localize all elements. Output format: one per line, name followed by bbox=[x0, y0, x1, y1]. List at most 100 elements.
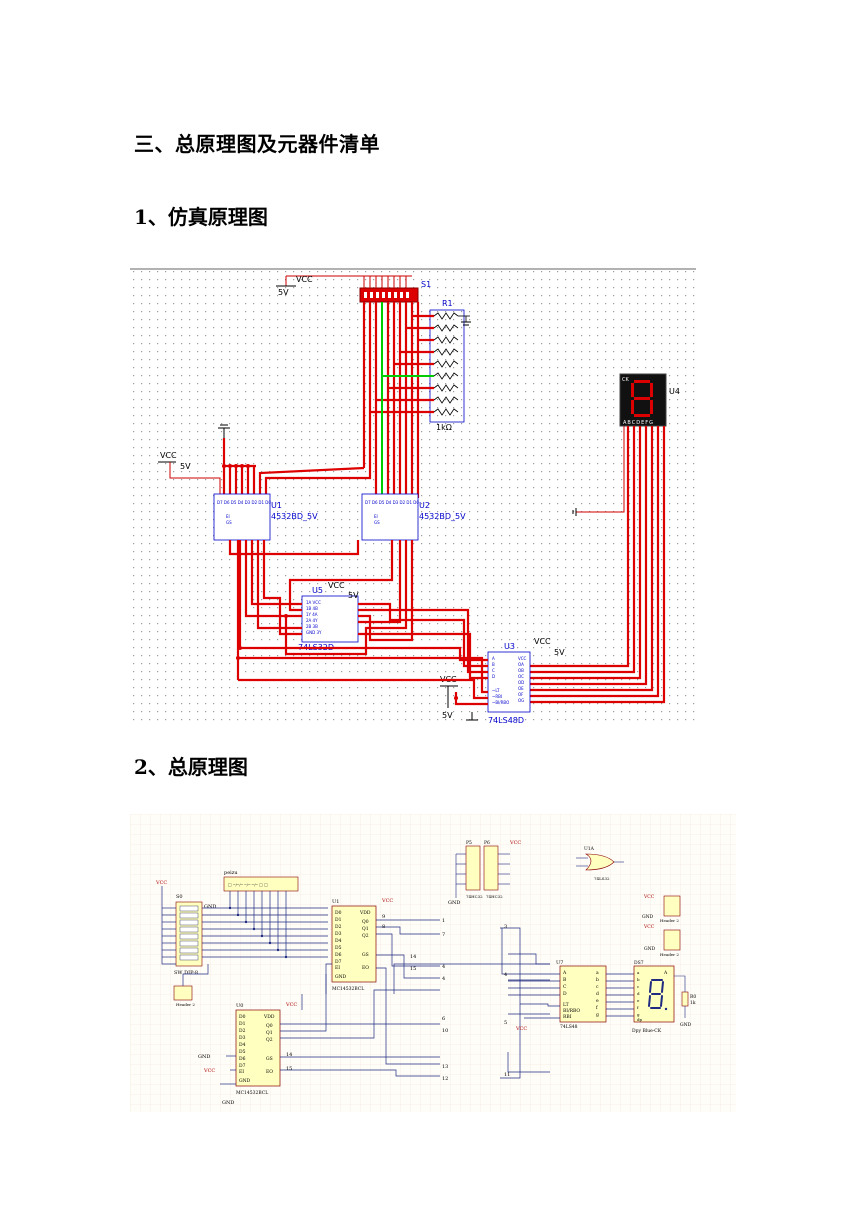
svg-text:OF: OF bbox=[518, 692, 524, 697]
svg-text:U2: U2 bbox=[419, 501, 430, 510]
svg-text:OB: OB bbox=[518, 668, 524, 673]
svg-text:74LS48: 74LS48 bbox=[560, 1024, 578, 1030]
dip-switch-s0: S0 SW DIP-8 bbox=[174, 894, 203, 976]
svg-text:R1: R1 bbox=[442, 299, 453, 308]
header-right-1: Header 2 VCC GND bbox=[642, 894, 681, 923]
svg-text:U1A: U1A bbox=[584, 846, 595, 852]
svg-text:BI/RBO: BI/RBO bbox=[563, 1008, 580, 1014]
section-title: 三、总原理图及元器件清单 bbox=[134, 132, 380, 156]
svg-text:D: D bbox=[563, 991, 567, 997]
svg-text:Header 2: Header 2 bbox=[660, 952, 679, 957]
svg-text:d: d bbox=[596, 991, 599, 997]
svg-text:VCC: VCC bbox=[509, 840, 521, 846]
svg-text:g: g bbox=[637, 1012, 640, 1017]
svg-text:VCC: VCC bbox=[328, 581, 345, 590]
svg-text:GND: GND bbox=[198, 1054, 210, 1060]
svg-text:2B 3B: 2B 3B bbox=[306, 624, 318, 629]
svg-text:7: 7 bbox=[442, 932, 445, 938]
svg-text:D4: D4 bbox=[335, 938, 342, 944]
header-right-2: Header 2 VCC GND bbox=[643, 924, 681, 957]
svg-text:P5: P5 bbox=[466, 840, 472, 846]
svg-text:5V: 5V bbox=[180, 462, 191, 471]
svg-text:A: A bbox=[663, 970, 668, 976]
svg-text:D7 D6 D5 D4 D3 D2 D1 D0: D7 D6 D5 D4 D3 D2 D1 D0 bbox=[217, 500, 271, 505]
svg-text:GS: GS bbox=[226, 520, 232, 525]
svg-text:d: d bbox=[637, 991, 640, 996]
svg-text:D2: D2 bbox=[239, 1028, 246, 1034]
header-p5-p6: P5 P6 74HC32 74HC32 VCC GND bbox=[448, 840, 521, 906]
svg-text:74HC32: 74HC32 bbox=[486, 894, 503, 899]
svg-text:dp: dp bbox=[637, 1017, 643, 1022]
svg-text:VCC: VCC bbox=[534, 637, 551, 646]
svg-text:R0: R0 bbox=[690, 994, 696, 1000]
svg-text:c: c bbox=[596, 985, 599, 990]
svg-text:VCC: VCC bbox=[643, 924, 655, 930]
overall-schematic-figure: S0 SW DIP-8 VCC peizu □ ─/─/─ ─/─ ─/─ □ … bbox=[130, 814, 736, 1112]
svg-text:2A 4Y: 2A 4Y bbox=[306, 618, 318, 623]
svg-text:D: D bbox=[492, 674, 495, 679]
svg-text:5V: 5V bbox=[442, 711, 453, 720]
svg-text:D0: D0 bbox=[239, 1014, 246, 1020]
svg-text:D3: D3 bbox=[335, 931, 342, 937]
svg-text:Dpy Blue-CK: Dpy Blue-CK bbox=[632, 1028, 662, 1034]
svg-text:1kΩ: 1kΩ bbox=[436, 423, 452, 432]
svg-text:OE: OE bbox=[518, 686, 524, 691]
resistor-array-r1: R1 1kΩ bbox=[429, 299, 471, 432]
svg-text:B: B bbox=[492, 662, 495, 667]
svg-text:b: b bbox=[596, 977, 599, 983]
svg-text:10: 10 bbox=[442, 1028, 448, 1034]
svg-text:D1: D1 bbox=[239, 1021, 246, 1027]
svg-text:11: 11 bbox=[504, 1072, 510, 1078]
resistor-network-peizu: peizu □ ─/─/─ ─/─ ─/─ □ □ bbox=[223, 870, 299, 892]
svg-text:f: f bbox=[596, 1005, 598, 1011]
svg-text:A: A bbox=[562, 970, 567, 976]
svg-text:C: C bbox=[492, 668, 495, 673]
svg-text:5V: 5V bbox=[278, 288, 289, 297]
svg-text:15: 15 bbox=[410, 966, 416, 972]
svg-text:GS: GS bbox=[374, 520, 380, 525]
svg-text:VDD: VDD bbox=[359, 910, 371, 916]
svg-text:GND: GND bbox=[239, 1078, 251, 1084]
svg-text:Q1: Q1 bbox=[362, 926, 369, 932]
subsection-title-schematic: 2、总原理图 bbox=[134, 755, 248, 779]
svg-text:GND: GND bbox=[204, 904, 216, 910]
svg-text:a: a bbox=[637, 970, 640, 975]
svg-text:13: 13 bbox=[442, 1064, 448, 1070]
svg-text:e: e bbox=[596, 999, 599, 1004]
svg-text:GND: GND bbox=[222, 1100, 234, 1106]
svg-text:OA: OA bbox=[518, 662, 524, 667]
svg-text:1Y 4A: 1Y 4A bbox=[306, 612, 318, 617]
svg-text:5V: 5V bbox=[554, 648, 565, 657]
svg-text:Q1: Q1 bbox=[266, 1030, 273, 1036]
svg-text:ABCDEFG: ABCDEFG bbox=[623, 420, 654, 426]
svg-text:EI: EI bbox=[226, 514, 230, 519]
svg-text:S1: S1 bbox=[421, 280, 431, 289]
svg-text:D7: D7 bbox=[335, 959, 342, 965]
svg-text:5V: 5V bbox=[348, 591, 359, 600]
svg-text:MC14532BCL: MC14532BCL bbox=[236, 1090, 268, 1096]
svg-text:4: 4 bbox=[442, 964, 445, 970]
svg-text:EO: EO bbox=[362, 965, 369, 971]
svg-text:f: f bbox=[637, 1005, 639, 1010]
svg-text:3: 3 bbox=[504, 924, 507, 930]
svg-text:P6: P6 bbox=[484, 840, 490, 846]
svg-text:D7: D7 bbox=[239, 1063, 246, 1069]
svg-text:U1: U1 bbox=[271, 501, 282, 510]
svg-text:Header 2: Header 2 bbox=[176, 1002, 195, 1007]
svg-text:b: b bbox=[637, 977, 640, 982]
svg-text:OG: OG bbox=[518, 698, 524, 703]
svg-text:□ ─/─/─ ─/─ ─/─ □ □: □ ─/─/─ ─/─ ─/─ □ □ bbox=[228, 882, 268, 887]
svg-text:4532BD_5V: 4532BD_5V bbox=[419, 512, 466, 521]
svg-text:LT: LT bbox=[563, 1002, 569, 1008]
svg-text:D5: D5 bbox=[239, 1049, 246, 1055]
svg-text:VCC: VCC bbox=[518, 656, 527, 661]
svg-text:D3: D3 bbox=[239, 1035, 246, 1041]
svg-text:GND: GND bbox=[644, 946, 656, 952]
svg-text:D4: D4 bbox=[239, 1042, 246, 1048]
svg-text:D0: D0 bbox=[335, 910, 342, 916]
svg-text:Q0: Q0 bbox=[266, 1023, 273, 1029]
svg-text:RBI: RBI bbox=[563, 1014, 572, 1020]
